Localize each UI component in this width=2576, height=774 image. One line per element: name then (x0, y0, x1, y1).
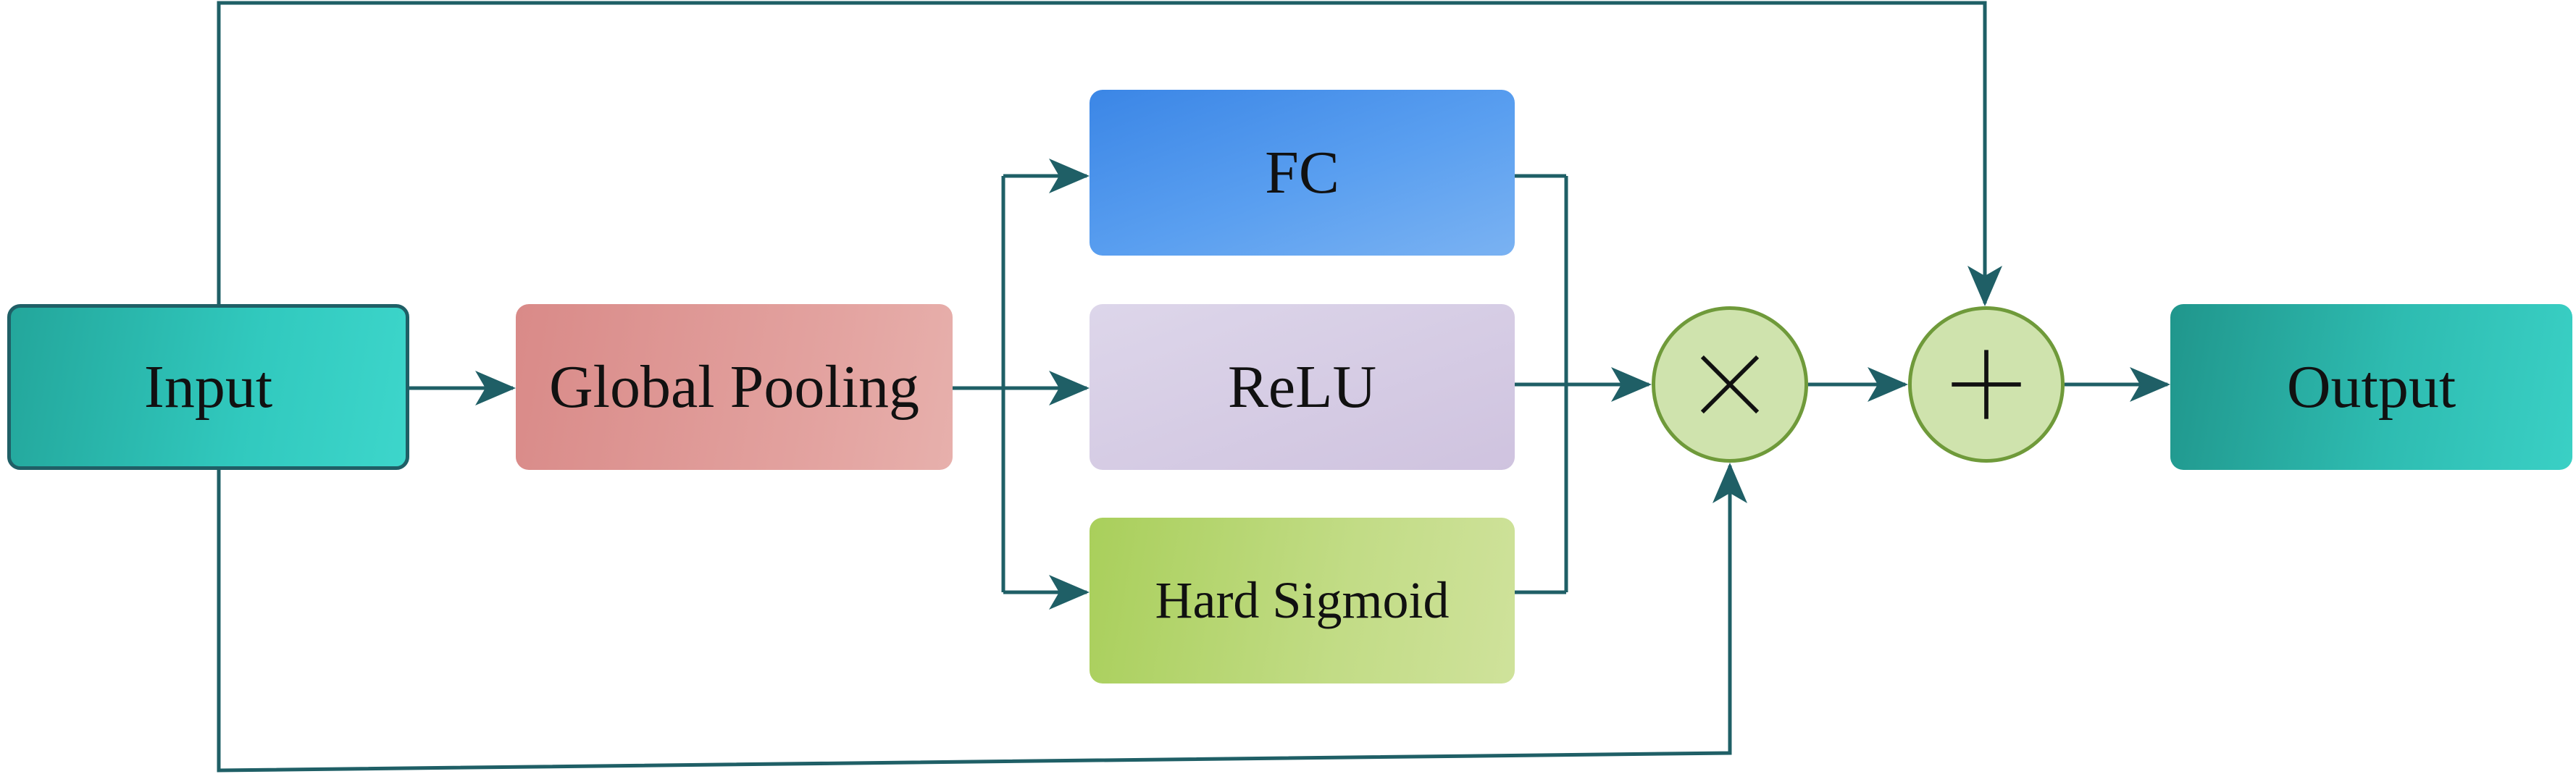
multiply-operator (1652, 306, 1808, 463)
input-label: Input (143, 353, 273, 421)
relu-node: ReLU (1090, 304, 1515, 470)
arrow-input-to-multiply (217, 463, 1747, 773)
output-node: Output (2170, 304, 2572, 470)
arrow-skip-to-add (217, 1, 2002, 306)
plus-icon (1952, 350, 2021, 419)
add-operator (1908, 306, 2065, 463)
hard-sigmoid-node: Hard Sigmoid (1090, 518, 1515, 683)
hard-sigmoid-label: Hard Sigmoid (1155, 571, 1450, 629)
global-pooling-label: Global Pooling (548, 353, 919, 421)
output-label: Output (2286, 353, 2456, 421)
fc-label: FC (1265, 139, 1339, 206)
global-pooling-node: Global Pooling (516, 304, 953, 470)
fc-node: FC (1090, 90, 1515, 256)
input-node: Input (7, 304, 409, 470)
relu-label: ReLU (1227, 353, 1377, 421)
multiply-icon (1700, 355, 1760, 414)
